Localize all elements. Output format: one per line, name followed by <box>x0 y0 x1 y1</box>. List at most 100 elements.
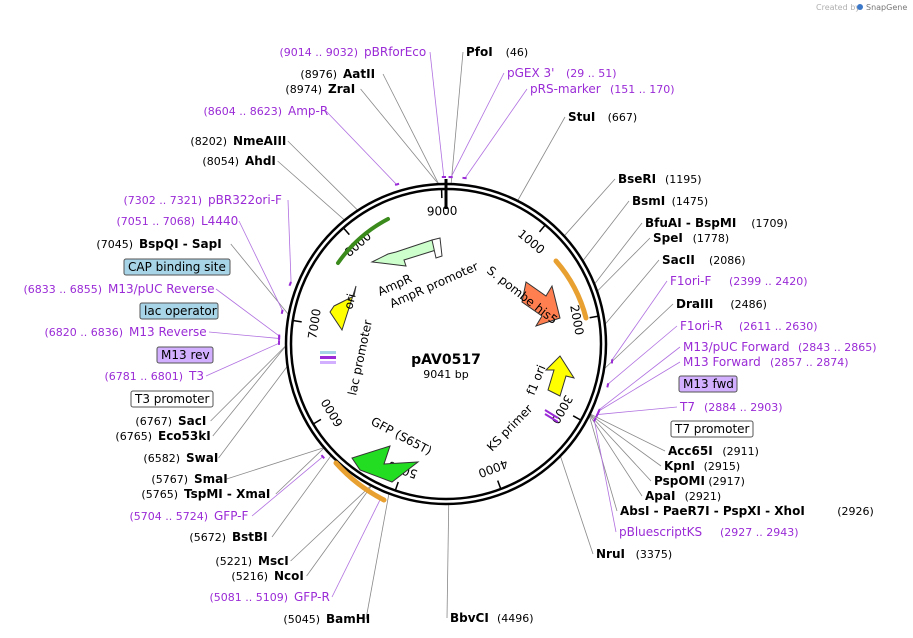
svg-text:(2911): (2911) <box>722 445 759 458</box>
tick-label-2000: 2000 <box>567 304 586 337</box>
svg-text:(6767): (6767) <box>135 415 172 428</box>
svg-text:(5704 .. 5724): (5704 .. 5724) <box>129 510 208 523</box>
svg-text:T7: T7 <box>679 400 695 414</box>
svg-text:(8974): (8974) <box>285 83 322 96</box>
svg-text:(6582): (6582) <box>143 452 180 465</box>
svg-text:StuI: StuI <box>568 110 595 124</box>
svg-text:GFP-F: GFP-F <box>214 509 249 523</box>
ampr-green-arc <box>336 217 390 265</box>
enzyme-site-tspmi-xmai: TspMI - XmaI(5765) <box>141 487 270 501</box>
tick-label-1000: 1000 <box>515 227 547 257</box>
svg-text:PfoI: PfoI <box>466 45 493 59</box>
enzyme-site-pfoi: PfoI(46) <box>466 45 528 59</box>
enzyme-site-eco53ki: Eco53kI(6765) <box>115 429 210 443</box>
svg-text:BamHI: BamHI <box>326 612 370 626</box>
svg-text:GFP-R: GFP-R <box>294 590 330 604</box>
svg-text:AatII: AatII <box>343 67 375 81</box>
primer-t3: T3(6781 .. 6801) <box>104 369 204 383</box>
svg-text:(2843 .. 2865): (2843 .. 2865) <box>798 341 877 354</box>
svg-text:M13 rev: M13 rev <box>161 348 210 362</box>
primer-m13-forward: M13 Forward(2857 .. 2874) <box>683 355 849 369</box>
tick-mark-2000 <box>589 315 599 319</box>
svg-text:(1778): (1778) <box>693 232 730 245</box>
enzyme-labels: PfoI(46)StuI(667)BseRI(1195)BsmI(1475)Bf… <box>96 45 873 626</box>
tick-mark-8000 <box>342 227 350 236</box>
svg-text:(2857 .. 2874): (2857 .. 2874) <box>770 356 849 369</box>
enzyme-site-msci: MscI(5221) <box>215 554 288 568</box>
svg-text:NmeAIII: NmeAIII <box>233 134 286 148</box>
svg-text:(5081 .. 5109): (5081 .. 5109) <box>209 591 288 604</box>
svg-text:AbsI - PaeR7I - PspXI - XhoI: AbsI - PaeR7I - PspXI - XhoI <box>620 504 805 518</box>
svg-text:M13 fwd: M13 fwd <box>683 377 734 391</box>
t3-promoter-box: T3 promoter <box>130 390 214 408</box>
tick-marks <box>292 189 599 491</box>
m13-fwd-box: M13 fwd <box>678 375 738 393</box>
svg-text:(6781 .. 6801): (6781 .. 6801) <box>104 370 183 383</box>
enzyme-site-acc65i: Acc65I(2911) <box>668 444 759 458</box>
enzyme-site-pspomi: PspOMI(2917) <box>654 474 745 488</box>
plasmid-size: 9041 bp <box>423 368 468 381</box>
enzyme-site-bspqi-sapi: BspQI - SapI (7045) <box>96 237 221 251</box>
tick-label-7000: 7000 <box>305 308 323 340</box>
svg-text:(5672): (5672) <box>189 531 226 544</box>
tick-label-4000: 4000 <box>476 456 510 480</box>
lac-elements-marks <box>320 351 336 364</box>
svg-text:(5216): (5216) <box>231 570 268 583</box>
svg-text:(7045): (7045) <box>96 238 133 251</box>
svg-text:T7 promoter: T7 promoter <box>674 422 750 436</box>
tick-mark-1000 <box>538 224 546 233</box>
enzyme-site-swai: SwaI(6582) <box>143 451 218 465</box>
f1-ori-arrow <box>544 355 576 397</box>
primer-gfp-r: GFP-R (5081 .. 5109) <box>209 590 329 604</box>
enzyme-site-bbvci: BbvCI(4496) <box>450 611 534 625</box>
primer-prs-marker: pRS-marker (151 .. 170) <box>530 82 675 96</box>
svg-text:(151 .. 170): (151 .. 170) <box>610 83 675 96</box>
svg-text:pBluescriptKS: pBluescriptKS <box>619 525 702 539</box>
tick-label-8000: 8000 <box>342 229 374 260</box>
primer-pbluescriptks: pBluescriptKS(2927 .. 2943) <box>619 525 799 539</box>
lac-promoter-label: lac promoter <box>345 319 375 397</box>
svg-text:TspMI - XmaI: TspMI - XmaI <box>184 487 270 501</box>
svg-text:(6765): (6765) <box>115 430 152 443</box>
primer-m13-reverse: M13 Reverse(6820 .. 6836) <box>44 325 206 339</box>
f1-ori-label: f1 ori <box>524 363 549 397</box>
svg-text:BspQI - SapI: BspQI - SapI <box>139 237 222 251</box>
enzyme-site-draiii: DraIII(2486) <box>676 297 767 311</box>
svg-text:T3 promoter: T3 promoter <box>134 392 210 406</box>
svg-text:(1709): (1709) <box>751 217 788 230</box>
svg-text:ApaI: ApaI <box>645 489 675 503</box>
tick-mark-7000 <box>292 319 302 323</box>
svg-text:(2611 .. 2630): (2611 .. 2630) <box>739 320 818 333</box>
svg-text:lac operator: lac operator <box>144 304 217 318</box>
primer-m13-puc-forward: M13/pUC Forward (2843 .. 2865) <box>683 340 877 354</box>
backbone-outer-circle <box>284 182 608 506</box>
svg-text:(2399 .. 2420): (2399 .. 2420) <box>729 275 808 288</box>
svg-text:KpnI: KpnI <box>664 459 695 473</box>
svg-text:(3375): (3375) <box>636 548 673 561</box>
svg-text:NcoI: NcoI <box>274 569 304 583</box>
primer-pbrforeco: pBRforEco(9014 .. 9032) <box>279 45 426 59</box>
svg-text:BseRI: BseRI <box>618 172 656 186</box>
primer-t7: T7 (2884 .. 2903) <box>679 400 783 414</box>
ori-arrow <box>329 285 357 332</box>
pombe-orange-arc <box>553 258 589 321</box>
svg-text:(2884 .. 2903): (2884 .. 2903) <box>704 401 783 414</box>
ks-primer-marks <box>544 409 559 423</box>
svg-text:(8976): (8976) <box>300 68 337 81</box>
enzyme-site-spei: SpeI(1778) <box>653 231 729 245</box>
svg-text:BsmI: BsmI <box>632 194 665 208</box>
tick-label-3000: 3000 <box>548 393 575 426</box>
svg-text:M13/pUC Reverse: M13/pUC Reverse <box>108 282 215 296</box>
svg-text:pRS-marker: pRS-marker <box>530 82 601 96</box>
svg-text:AhdI: AhdI <box>245 154 276 168</box>
svg-text:SacI: SacI <box>178 414 206 428</box>
svg-text:pBR322ori-F: pBR322ori-F <box>208 193 282 207</box>
primer-amp-r: Amp-R(8604 .. 8623) <box>203 104 328 118</box>
svg-text:(7302 .. 7321): (7302 .. 7321) <box>123 194 202 207</box>
svg-text:(8202): (8202) <box>190 135 227 148</box>
tick-mark-5000 <box>394 481 399 491</box>
svg-text:M13/pUC Forward: M13/pUC Forward <box>683 340 790 354</box>
primer-l4440: L4440(7051 .. 7068) <box>116 214 238 228</box>
m13-rev-box: M13 rev <box>156 346 214 364</box>
svg-text:BbvCI: BbvCI <box>450 611 489 625</box>
